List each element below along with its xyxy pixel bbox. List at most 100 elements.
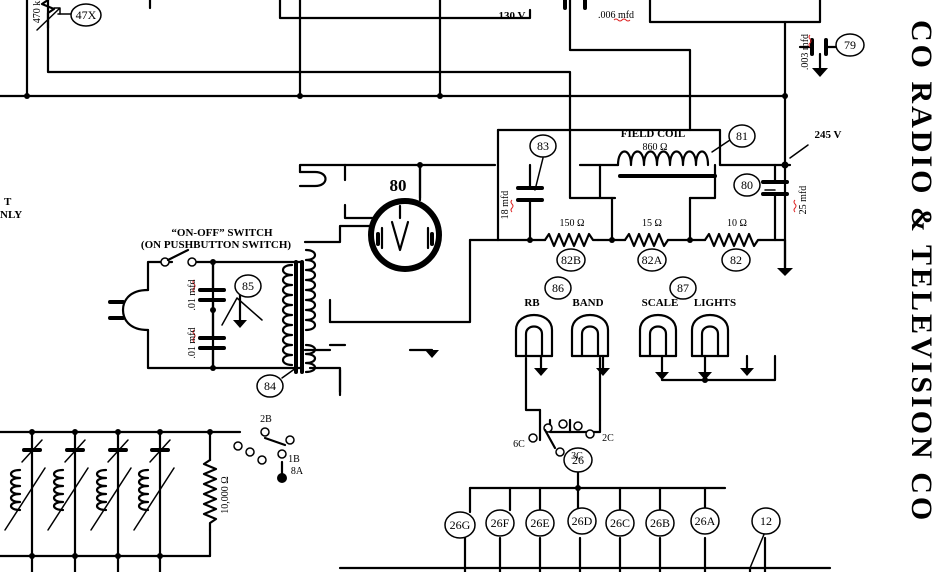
part-bubble-82: 82: [721, 248, 751, 272]
part-bubble-80: 80: [733, 173, 761, 197]
part-bubble-79: 79: [835, 33, 865, 57]
lamp-scale: [638, 314, 678, 358]
on-off-switch: [160, 248, 197, 267]
label-c01b: .01 mfd: [187, 327, 198, 358]
part-bubble-26e: 26E: [525, 509, 555, 537]
label-sw1b: 1B: [288, 454, 300, 465]
label-r470k: 470 k: [32, 1, 43, 24]
band-switch: [233, 419, 595, 465]
svg-text:83: 83: [537, 139, 549, 153]
ground-symbols: [233, 52, 828, 380]
part-bubbles: 47X 79 81 83 80 82B 82A 82 85 84 86 87 26 26G 26F 26E 26…: [70, 3, 865, 539]
label-sw6c: 6C: [513, 439, 525, 450]
label-c25: 25 mfd: [798, 186, 809, 215]
cap-003: [810, 38, 828, 56]
svg-text:26E: 26E: [530, 516, 549, 530]
label-c006: .006 mfd: [598, 10, 634, 21]
adjust-arrow-47x: [36, 7, 61, 31]
part-bubble-26f: 26F: [485, 509, 515, 537]
part-bubble-26g: 26G: [444, 511, 476, 539]
label-side-t: T: [4, 196, 12, 208]
label-lights: LIGHTS: [694, 297, 736, 309]
svg-text:26D: 26D: [572, 514, 593, 528]
part-bubble-26b: 26B: [645, 509, 675, 537]
part-bubble-26d: 26D: [567, 507, 597, 535]
part-bubble-47x: 47X: [70, 3, 102, 27]
pointer-arrows: [57, 13, 809, 569]
label-sw2b: 2B: [260, 414, 272, 425]
cap-18mfd: [516, 186, 544, 202]
label-r10000: 10,000 Ω: [220, 476, 231, 513]
part-bubble-82a: 82A: [637, 248, 667, 272]
if-coil-bank: [4, 429, 213, 559]
field-coil: [616, 139, 731, 178]
part-bubble-83: 83: [529, 134, 557, 158]
part-bubble-84: 84: [256, 374, 284, 398]
svg-text:26B: 26B: [650, 516, 670, 530]
svg-text:86: 86: [552, 281, 564, 295]
part-bubble-26c: 26C: [605, 509, 635, 537]
part-bubble-82b: 82B: [556, 248, 586, 272]
resistor-150-ohm: [543, 232, 600, 248]
svg-text:26F: 26F: [491, 516, 510, 530]
svg-text:82A: 82A: [642, 253, 663, 267]
lamp-band: [570, 314, 610, 358]
svg-text:84: 84: [264, 379, 276, 393]
label-on-off: “ON-OFF” SWITCH: [171, 227, 273, 239]
label-sw8a: 8A: [291, 466, 304, 477]
label-tube80: 80: [390, 176, 407, 195]
svg-text:26G: 26G: [450, 518, 471, 532]
ac-plug: [108, 288, 150, 332]
wiring: [0, 0, 832, 572]
part-bubble-85: 85: [234, 274, 262, 298]
label-c18: 18 mfd: [500, 191, 511, 220]
lamp-rb: [514, 314, 554, 358]
label-r150: 150 Ω: [560, 218, 585, 229]
part-bubble-26a: 26A: [690, 507, 720, 535]
banner-text: CO RADIO & TELEVISION CO: [905, 20, 938, 523]
power-transformer: [281, 248, 317, 374]
label-r10: 10 Ω: [727, 218, 747, 229]
label-c003: .003 mfd: [800, 34, 811, 70]
svg-text:82B: 82B: [561, 253, 581, 267]
label-rb: RB: [524, 297, 540, 309]
label-r15: 15 Ω: [642, 218, 662, 229]
svg-text:26C: 26C: [610, 516, 630, 530]
cap-25mfd: [761, 180, 789, 196]
part-bubble-81: 81: [728, 124, 756, 148]
label-field-coil-ohms: 860 Ω: [643, 142, 668, 153]
label-band: BAND: [572, 297, 603, 309]
cap-006: [563, 0, 587, 10]
text-labels: FIELD COIL 860 Ω 245 V 130 V .006 mfd .003 mf…: [0, 1, 842, 514]
resistor-470k: [40, 0, 56, 30]
label-sw2c: 2C: [602, 433, 614, 444]
banner: CO RADIO & TELEVISION CO: [905, 20, 938, 523]
svg-text:82: 82: [730, 253, 742, 267]
lamp-lights: [690, 314, 730, 358]
label-sw3c: 3C: [571, 451, 583, 462]
svg-text:87: 87: [677, 281, 689, 295]
part-bubble-87: 87: [669, 276, 697, 300]
svg-text:12: 12: [760, 514, 772, 528]
resistors: [36, 0, 762, 532]
part-bubble-26: 26: [563, 447, 593, 473]
svg-text:81: 81: [736, 129, 748, 143]
svg-text:79: 79: [844, 38, 856, 52]
label-v130: 130 V: [499, 10, 526, 22]
label-scale: SCALE: [642, 297, 679, 309]
svg-text:47X: 47X: [76, 8, 97, 22]
resistor-10000-ohm: [202, 458, 218, 532]
label-side-nly: NLY: [0, 209, 22, 221]
label-v245: 245 V: [815, 129, 842, 141]
part-bubble-86: 86: [544, 276, 572, 300]
label-on-push: (ON PUSHBUTTON SWITCH): [141, 239, 291, 251]
annotation-squiggles: [192, 18, 812, 343]
resistor-10-ohm: [703, 232, 762, 248]
svg-text:26: 26: [572, 453, 584, 467]
label-c01a: .01 mfd: [187, 279, 198, 310]
svg-text:26A: 26A: [695, 514, 716, 528]
resistor-15-ohm: [623, 232, 670, 248]
svg-text:85: 85: [242, 279, 254, 293]
label-field-coil: FIELD COIL: [621, 128, 686, 140]
